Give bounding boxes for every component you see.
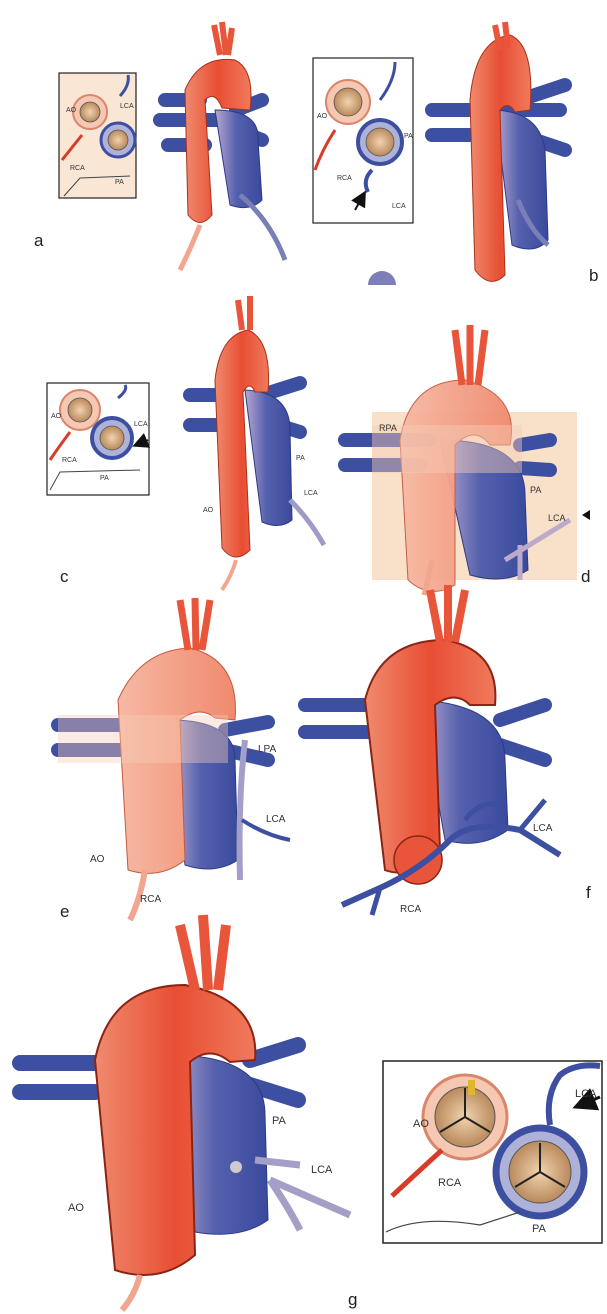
- panel-b-heart: [432, 22, 565, 281]
- panel-e-vessel-label: LPA: [258, 744, 276, 755]
- panel-b-inset-label: LCA: [392, 203, 406, 210]
- panel-e-vessel-label: LCA: [266, 814, 286, 825]
- panel-c-inset: AO LCA RCA PA: [47, 383, 149, 495]
- panel-d-letter: d: [581, 567, 590, 586]
- panel-e-letter: e: [60, 902, 69, 921]
- panel-b-inset-label: AO: [317, 113, 328, 120]
- panel-f-vessel-label: LCA: [533, 823, 553, 834]
- panel-a-letter: a: [34, 231, 44, 250]
- panel-b-inset: AO PA RCA LCA: [313, 58, 413, 223]
- panel-a-heart: [160, 22, 285, 270]
- panel-d-arrowhead-icon: [582, 510, 590, 520]
- panel-d: RPA PA LCA d: [345, 325, 590, 595]
- panel-g-inset-label: LCA: [575, 1088, 597, 1100]
- panel-b: AO PA RCA LCA b: [313, 22, 598, 285]
- panel-c-inset-label: RCA: [62, 457, 77, 464]
- panel-b-inset-label: RCA: [337, 175, 352, 182]
- panel-g-vessel-label: AO: [68, 1202, 84, 1214]
- panel-f-letter: f: [586, 883, 591, 902]
- panel-e-heart: LPA LCA AO RCA: [58, 598, 290, 920]
- panel-c-letter: c: [60, 567, 69, 586]
- panel-d-vessel-label: LCA: [548, 513, 566, 523]
- panel-e: LPA LCA AO RCA e: [58, 598, 290, 921]
- panel-e-vessel-label: RCA: [140, 894, 161, 905]
- panel-f-heart: LCA RCA: [305, 585, 560, 915]
- panel-b-inset-label: PA: [404, 133, 413, 140]
- panel-g: PA LCA AO LCA AO RCA PA g: [20, 915, 602, 1310]
- panel-g-vessel-label: LCA: [311, 1164, 333, 1176]
- panel-b-vessel-stub: [368, 271, 396, 285]
- panel-a-inset-label: RCA: [70, 165, 85, 172]
- panel-c-vessel-label: AO: [203, 507, 214, 514]
- panel-d-vessel-label: RPA: [379, 423, 397, 433]
- panel-g-inset-label: RCA: [438, 1177, 462, 1189]
- panel-a: AO LCA RCA PA a: [34, 22, 285, 270]
- panel-d-vessel-label: PA: [530, 485, 541, 495]
- panel-c-inset-label: LCA: [134, 421, 148, 428]
- panel-a-inset-label: LCA: [120, 103, 134, 110]
- panel-c-inset-label: AO: [51, 413, 62, 420]
- panel-f: LCA RCA f: [305, 585, 591, 915]
- panel-g-heart: PA LCA AO: [20, 915, 350, 1310]
- panel-g-letter: g: [348, 1290, 357, 1309]
- panel-c-vessel-label: PA: [296, 455, 305, 462]
- panel-c-heart: PA LCA AO: [190, 296, 324, 590]
- panel-g-vessel-label: PA: [272, 1115, 287, 1127]
- panel-f-vessel-label: RCA: [400, 904, 421, 915]
- panel-g-inset-label: PA: [532, 1223, 547, 1235]
- panel-c-vessel-label: LCA: [304, 490, 318, 497]
- panel-e-vessel-label: AO: [90, 854, 105, 865]
- panel-a-inset-label: AO: [66, 107, 77, 114]
- panel-a-inset: AO LCA RCA PA: [59, 73, 136, 198]
- panel-c: AO LCA RCA PA PA LCA AO c: [47, 296, 324, 590]
- panel-a-inset-label: PA: [115, 179, 124, 186]
- panel-c-inset-label: PA: [100, 475, 109, 482]
- panel-g-inset: LCA AO RCA PA: [383, 1061, 602, 1243]
- panel-b-letter: b: [589, 266, 598, 285]
- panel-g-inset-label: AO: [413, 1118, 429, 1130]
